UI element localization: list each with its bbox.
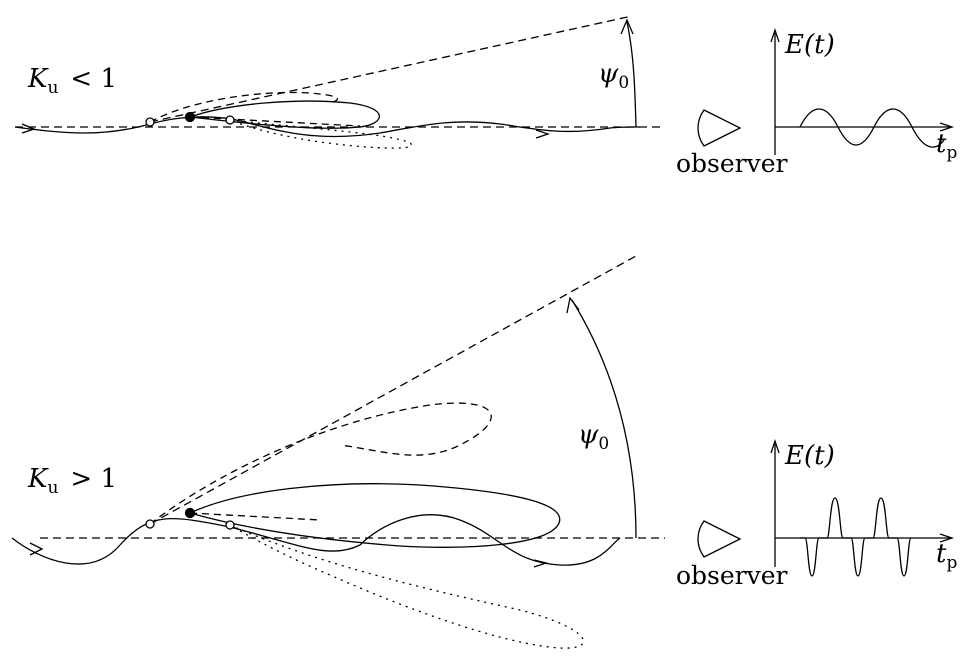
trajectory-arrow-right-bottom xyxy=(533,559,549,568)
lobe-axis-dashed-bottom xyxy=(189,512,321,521)
angle-label-bottom: ψ0 xyxy=(578,420,609,454)
trajectory-arrow-left-bottom xyxy=(29,542,44,556)
emission-lobe-solid-bottom xyxy=(188,483,561,548)
time-axis-arrow-bottom xyxy=(939,533,955,543)
regime-label-bottom: Ku> 1 xyxy=(27,464,117,498)
panel-bottom xyxy=(11,255,955,649)
electron-position-open-left-bottom xyxy=(145,519,155,529)
electron-position-filled-top xyxy=(184,111,196,123)
lobe-axis-dashed-top xyxy=(189,116,361,127)
observer-eye-bottom xyxy=(697,520,742,558)
time-label-top: tp xyxy=(936,129,957,163)
field-waveform-bottom xyxy=(800,497,912,577)
angle-arc-arrow-top xyxy=(620,18,634,35)
angle-line-top xyxy=(149,15,633,123)
observer-label-top: observer xyxy=(676,149,788,178)
emission-lobe-dashed-bottom xyxy=(149,402,492,525)
time-label-bottom: tp xyxy=(936,539,957,573)
angle-label-top: ψ0 xyxy=(598,59,629,93)
panel-top xyxy=(14,15,955,155)
field-label-top: E(t) xyxy=(784,30,835,60)
observer-eye-top xyxy=(697,109,742,147)
angle-arc-arrow-bottom xyxy=(566,296,580,314)
electron-position-open-right-top xyxy=(225,115,235,125)
angle-arc-top xyxy=(626,21,637,128)
emission-lobe-dotted-top xyxy=(229,119,413,149)
trajectory-arrow-right-top xyxy=(535,129,551,139)
field-label-bottom: E(t) xyxy=(784,441,835,471)
emission-lobe-solid-top xyxy=(189,100,381,129)
observer-label-bottom: observer xyxy=(676,561,788,590)
electron-position-open-left-top xyxy=(145,117,155,127)
angle-arc-bottom xyxy=(571,299,637,539)
electron-position-open-right-bottom xyxy=(225,520,235,530)
field-axis-arrow-top xyxy=(770,27,780,43)
field-waveform-top xyxy=(799,108,945,148)
angle-line-bottom xyxy=(149,255,637,525)
emission-lobe-dotted-bottom xyxy=(229,524,584,649)
field-axis-arrow-bottom xyxy=(770,438,780,454)
time-axis-arrow-top xyxy=(939,122,955,132)
trajectory-arrow-left-top xyxy=(21,123,36,134)
electron-position-filled-bottom xyxy=(184,507,196,519)
emission-lobe-dashed-top xyxy=(149,91,338,123)
regime-label-top: Ku< 1 xyxy=(27,64,117,98)
